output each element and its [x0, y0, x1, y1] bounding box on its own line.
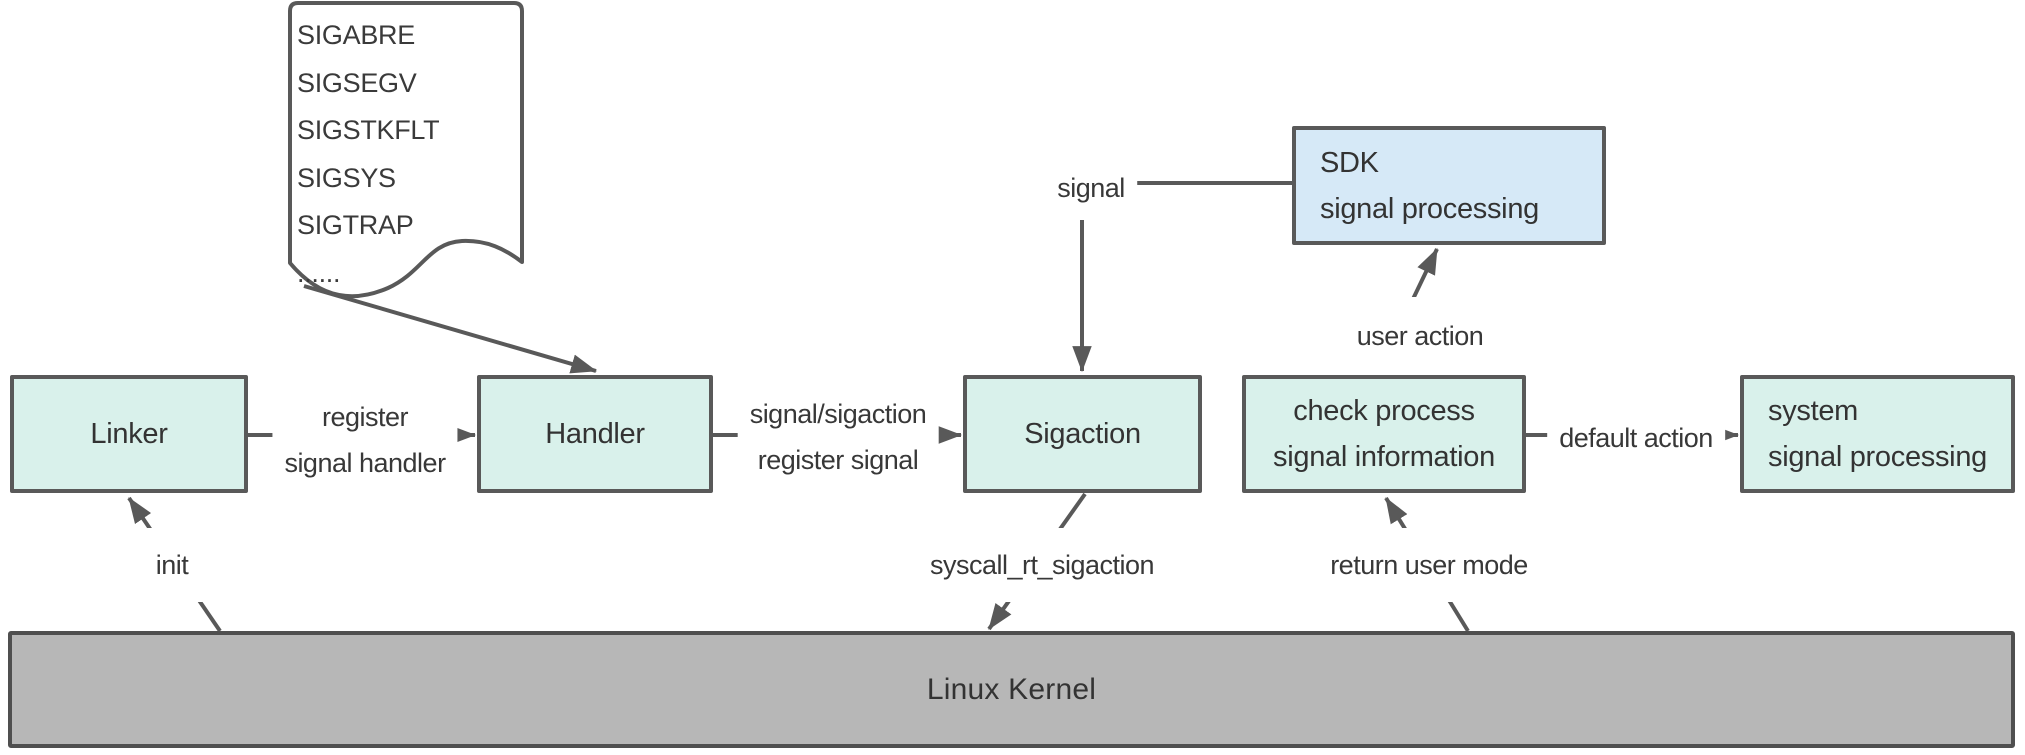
edge-label-user-action-text: user action [1356, 321, 1484, 351]
node-sigaction: Sigaction [963, 375, 1202, 493]
edge-label-signal-sigaction: signal/sigaction register signal [737, 382, 939, 492]
edge-label-signal-text: signal [1057, 173, 1125, 203]
edge-label-init: init [139, 528, 205, 602]
signal-note-item: ...... [297, 257, 341, 288]
node-check-process-line2: signal information [1273, 441, 1495, 473]
node-linker-label: Linker [90, 418, 168, 450]
node-sdk-line2: signal processing [1320, 192, 1539, 225]
node-system-line2: signal processing [1768, 441, 1987, 473]
node-check-process-line1: check process [1293, 395, 1475, 427]
signal-note-item: SIGSEGV [297, 67, 417, 98]
signal-note-item: SIGTRAP [297, 210, 414, 240]
edge-label-default-action-text: default action [1559, 423, 1713, 453]
node-linker: Linker [10, 375, 248, 493]
node-handler-label: Handler [545, 418, 645, 450]
edge-note-to-handler [303, 284, 598, 374]
signal-note-item: SIGSTKFLT [297, 115, 440, 145]
edge-label-syscall-rt-sigaction: syscall_rt_sigaction [917, 528, 1167, 602]
node-sigaction-label: Sigaction [1024, 418, 1141, 450]
signal-note-list: SIGABRE SIGSEGV SIGSTKFLT SIGSYS SIGTRAP… [297, 12, 440, 297]
edge-label-default-action: default action [1547, 406, 1725, 470]
edge-label-syscall-text: syscall_rt_sigaction [929, 550, 1155, 580]
node-sdk-line1: SDK [1320, 146, 1379, 179]
edge-label-register-signal-handler: register signal handler [272, 385, 458, 495]
edge-label-return-user-mode: return user mode [1318, 528, 1540, 602]
edge-label-return-user-mode-text: return user mode [1330, 550, 1528, 580]
signal-note-item: SIGABRE [297, 20, 415, 50]
edge-label-signal-sigaction-line1: signal/sigaction [749, 399, 927, 429]
signal-note-item: SIGSYS [297, 162, 396, 193]
node-system: system signal processing [1740, 375, 2015, 493]
node-handler: Handler [477, 375, 713, 493]
edge-label-signal: signal [1045, 156, 1137, 220]
node-linux-kernel: Linux Kernel [8, 631, 2015, 748]
edge-label-signal-sigaction-line2: register signal [757, 445, 919, 475]
node-system-line1: system [1768, 395, 1859, 427]
edge-label-register-line2: signal handler [284, 448, 446, 478]
edge-label-user-action: user action [1344, 297, 1496, 375]
edge-label-init-text: init [155, 550, 189, 580]
node-check-process: check process signal information [1242, 375, 1526, 493]
node-linux-kernel-label: Linux Kernel [926, 672, 1097, 706]
node-sdk: SDK signal processing [1292, 126, 1606, 245]
signal-note-shape [288, 1, 524, 299]
edge-label-register-line1: register [321, 402, 409, 432]
